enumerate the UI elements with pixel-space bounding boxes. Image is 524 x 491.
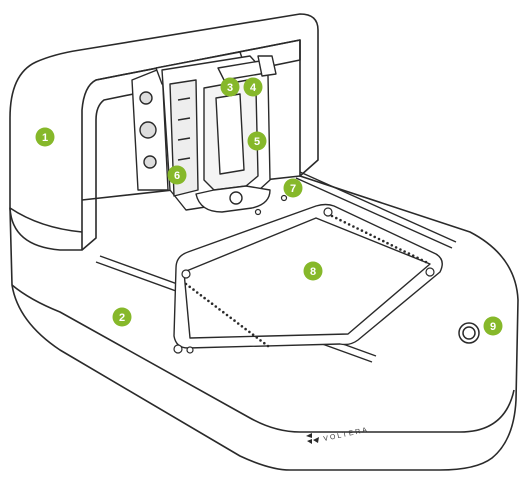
power-button xyxy=(458,322,480,344)
plate-hole xyxy=(214,305,218,308)
plate-hole xyxy=(222,310,225,314)
plate-hole xyxy=(403,250,406,253)
plate-holes-back xyxy=(330,214,428,264)
plate-hole xyxy=(360,229,364,232)
voltera-logo-icon xyxy=(306,433,319,444)
plate-hole xyxy=(225,313,229,317)
plate-hole xyxy=(210,302,214,306)
callout-label: 5 xyxy=(254,136,260,148)
plate-hole xyxy=(382,239,385,243)
callout-9: 9 xyxy=(483,316,503,336)
plate-hole xyxy=(184,282,188,286)
callout-label: 9 xyxy=(490,321,496,333)
callout-badge xyxy=(303,261,323,281)
plate-hole xyxy=(266,344,270,348)
callout-label: 8 xyxy=(310,266,316,278)
callouts: 1 2 3 4 5 6 7 8 9 xyxy=(35,77,503,336)
plate-hole xyxy=(188,285,191,289)
callout-badge xyxy=(247,131,267,151)
callout-label: 3 xyxy=(227,82,233,94)
print-head-carriage xyxy=(131,51,277,213)
plate-hole xyxy=(356,227,359,230)
plate-corner-screws xyxy=(173,207,435,354)
plate-hole xyxy=(199,294,203,297)
plate-hole xyxy=(416,256,419,260)
callout-4: 4 xyxy=(243,77,263,97)
plate-hole xyxy=(407,252,411,255)
plate-hole xyxy=(255,336,259,339)
plate-hole xyxy=(394,246,398,249)
plate-hole xyxy=(236,322,240,325)
plate-hole xyxy=(233,319,236,322)
plate-hole xyxy=(251,333,255,337)
plate-hole xyxy=(424,260,428,264)
plate-hole xyxy=(411,254,415,257)
callout-badge xyxy=(220,77,240,97)
plate-hole xyxy=(207,299,210,303)
callout-badge xyxy=(243,77,263,97)
callout-7: 7 xyxy=(283,178,303,198)
callout-1: 1 xyxy=(35,127,55,147)
plate-hole xyxy=(192,288,195,291)
callout-8: 8 xyxy=(303,261,323,281)
callout-label: 4 xyxy=(250,82,257,94)
plate-hole xyxy=(330,214,334,218)
carriage-screws xyxy=(254,194,288,216)
callout-2: 2 xyxy=(112,307,132,327)
plate-hole xyxy=(244,327,247,331)
plate-hole xyxy=(240,325,244,328)
plate-hole xyxy=(263,341,266,345)
callout-badge xyxy=(283,178,303,198)
callout-3: 3 xyxy=(220,77,240,97)
callout-6: 6 xyxy=(167,165,187,185)
plate-hole xyxy=(420,258,424,262)
callout-label: 7 xyxy=(290,183,296,195)
plate-hole xyxy=(347,223,351,226)
plate-hole xyxy=(203,296,206,300)
plate-hole xyxy=(373,235,377,239)
plate-hole xyxy=(390,244,394,247)
callout-badge xyxy=(483,316,503,336)
callout-label: 1 xyxy=(42,132,48,144)
plate-hole xyxy=(248,330,251,334)
callout-label: 6 xyxy=(174,170,180,182)
plate-hole xyxy=(399,248,402,251)
plate-hole xyxy=(386,241,389,245)
plate-hole xyxy=(352,225,355,228)
plate-hole xyxy=(377,237,381,241)
plate-hole xyxy=(229,316,232,320)
plate-hole xyxy=(339,218,342,222)
callout-badge xyxy=(167,165,187,185)
plate-hole xyxy=(195,291,199,294)
plate-holes-front xyxy=(184,282,270,348)
plate-hole xyxy=(369,233,372,237)
plate-hole xyxy=(335,216,338,220)
callout-badge xyxy=(112,307,132,327)
plate-hole xyxy=(259,339,262,342)
callout-5: 5 xyxy=(247,131,267,151)
callout-badge xyxy=(35,127,55,147)
plate-hole xyxy=(343,221,347,224)
callout-label: 2 xyxy=(119,312,125,324)
plate-hole xyxy=(218,308,221,311)
plate-hole xyxy=(364,231,368,234)
